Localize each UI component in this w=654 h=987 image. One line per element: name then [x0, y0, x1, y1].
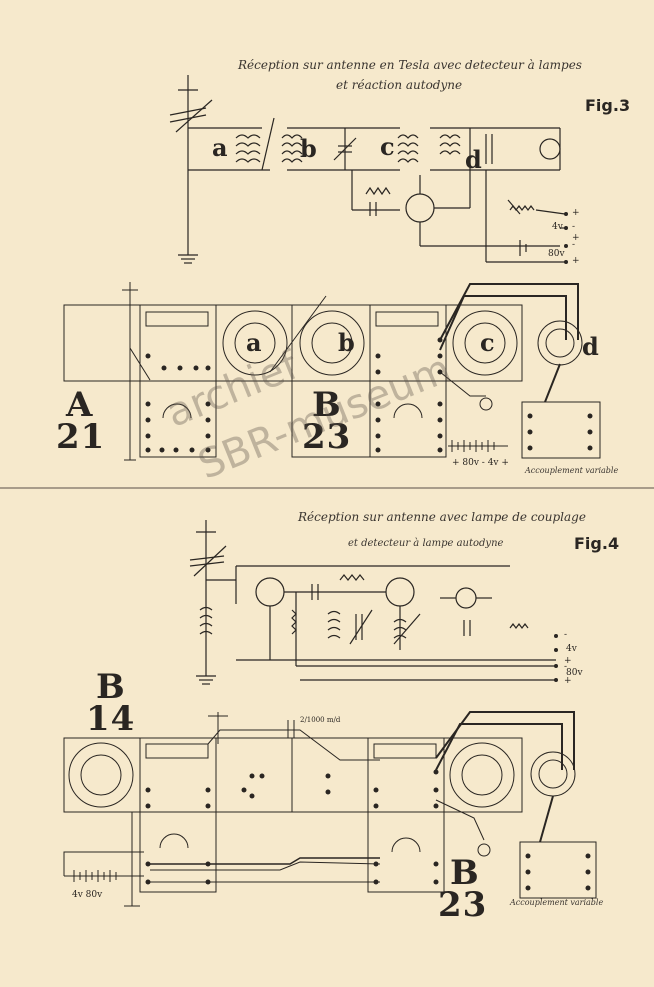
fig3-terminal-sign: - [572, 222, 576, 232]
fig3-coupling-label: Accouplement variable [525, 466, 619, 475]
fig4-title-line2: et detecteur à lampe autodyne [348, 538, 504, 549]
fig3-panel-a-label: a [246, 328, 262, 357]
fig3-label: Fig.3 [585, 96, 631, 115]
fig4-terminal-sign: - [564, 630, 568, 640]
fig4-title-line1: Réception sur antenne avec lampe de coup… [298, 510, 586, 524]
fig4-supply-4v: 4v [566, 644, 577, 654]
fig3-title-line1: Réception sur antenne en Tesla avec dete… [238, 58, 582, 72]
fig3-terminal-sign: + [572, 256, 580, 266]
fig4-coupling-label: Accouplement variable [510, 898, 604, 907]
fig3-panel-b-label: b [338, 328, 355, 357]
fig4-supply-80v: 80v [566, 668, 583, 678]
fig4-left-supply: 4v 80v [72, 890, 103, 900]
fig4-terminal-sign: + [564, 676, 572, 686]
fig3-coil-b-label: b [300, 134, 317, 163]
fig4-panel-num-right: 23 [438, 885, 488, 925]
fig3-title-line2: et réaction autodyne [336, 78, 463, 92]
fig3-terminal-sign: + [572, 208, 580, 218]
fig3-panel-c-label: c [480, 328, 495, 357]
fig3-panel-num-left: 21 [56, 417, 106, 457]
fig4-label: Fig.4 [574, 534, 620, 553]
fig3-bottom-supply: + 80v - 4v + [452, 458, 509, 468]
fig3-coil-d-label: d [465, 145, 482, 174]
fig4-terminal-sign: - [564, 662, 568, 672]
fig3-supply-80v: 80v [548, 249, 565, 259]
fig3-terminal-sign: - [572, 240, 576, 250]
fig3-coil-a-label: a [212, 133, 228, 162]
fig3-panel-num-right: 23 [302, 417, 352, 457]
fig3-supply-4v: 4v [552, 222, 563, 232]
fig4-capacitor-label: 2/1000 m/d [300, 716, 341, 724]
fig3-panel-code-left: A [66, 385, 94, 425]
fig4-terminal-sign: + [564, 656, 572, 666]
fig3-panel-code-right: B [312, 385, 342, 425]
fig4-panel-code-right: B [450, 853, 480, 893]
fig4-panel-code-left: B [96, 667, 126, 707]
fig3-panel-d-label: d [582, 332, 599, 361]
fig4-panel-num-left: 14 [86, 699, 136, 739]
fig3-coil-c-label: c [380, 132, 395, 161]
fig3-terminal-sign: + [572, 233, 580, 243]
